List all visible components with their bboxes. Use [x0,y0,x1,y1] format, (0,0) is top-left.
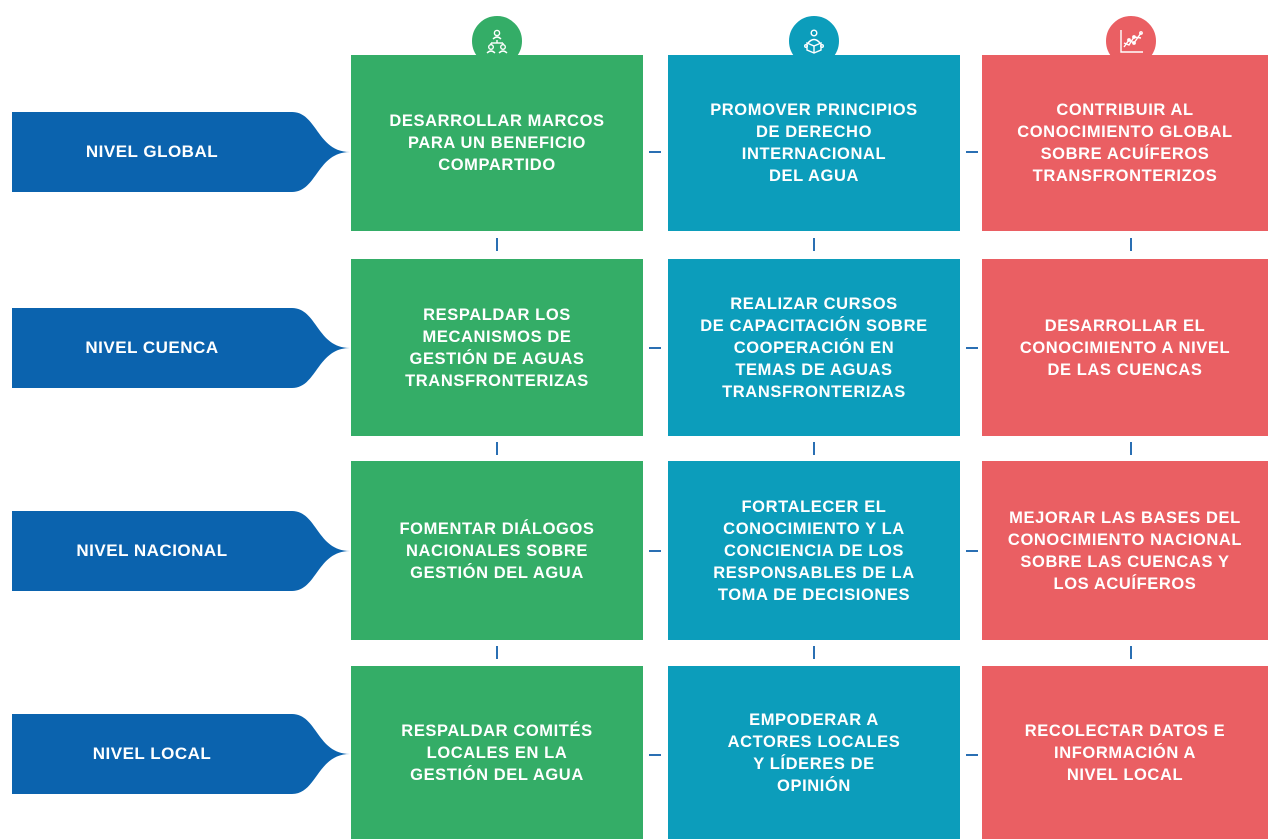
level-label: NIVEL CUENCA [85,338,219,357]
level-tab-shape [12,308,350,388]
connector [649,347,661,349]
cell-cuenca-training: REALIZAR CURSOS DE CAPACITACIÓN SOBRE CO… [668,259,960,436]
level-tab-cuenca: NIVEL CUENCA [12,308,350,388]
connector [649,550,661,552]
cell-local-data: RECOLECTAR DATOS E INFORMACIÓN A NIVEL L… [982,666,1268,839]
connector [1130,442,1132,455]
cell-local-committees: RESPALDAR COMITÉS LOCALES EN LA GESTIÓN … [351,666,643,839]
connector [813,442,815,455]
cell-cuenca-mechanisms: RESPALDAR LOS MECANISMOS DE GESTIÓN DE A… [351,259,643,436]
connector [496,646,498,659]
connector [649,151,661,153]
level-tab-local: NIVEL LOCAL [12,714,350,794]
cell-cuenca-knowledge: DESARROLLAR EL CONOCIMIENTO A NIVEL DE L… [982,259,1268,436]
level-label: NIVEL LOCAL [92,744,212,763]
connector [496,442,498,455]
level-label: NIVEL GLOBAL [85,142,219,161]
cell-global-frameworks: DESARROLLAR MARCOS PARA UN BENEFICIO COM… [351,55,643,231]
connector [966,550,978,552]
connector [496,238,498,251]
connector [813,646,815,659]
level-tab-shape [12,714,350,794]
connector [1130,646,1132,659]
connector [966,347,978,349]
level-tab-nacional: NIVEL NACIONAL [12,511,350,591]
level-tab-shape [12,112,350,192]
connector [966,754,978,756]
cell-nacional-dialogues: FOMENTAR DIÁLOGOS NACIONALES SOBRE GESTI… [351,461,643,640]
connector [1130,238,1132,251]
cell-nacional-knowledge-base: MEJORAR LAS BASES DEL CONOCIMIENTO NACIO… [982,461,1268,640]
level-tab-global: NIVEL GLOBAL [12,112,350,192]
cell-global-water-law: PROMOVER PRINCIPIOS DE DERECHO INTERNACI… [668,55,960,231]
connector [966,151,978,153]
connector [649,754,661,756]
cell-local-empower: EMPODERAR A ACTORES LOCALES Y LÍDERES DE… [668,666,960,839]
cell-nacional-awareness: FORTALECER EL CONOCIMIENTO Y LA CONCIENC… [668,461,960,640]
cell-global-knowledge: CONTRIBUIR AL CONOCIMIENTO GLOBAL SOBRE … [982,55,1268,231]
level-label: NIVEL NACIONAL [76,541,228,560]
connector [813,238,815,251]
level-tab-shape [12,511,350,591]
